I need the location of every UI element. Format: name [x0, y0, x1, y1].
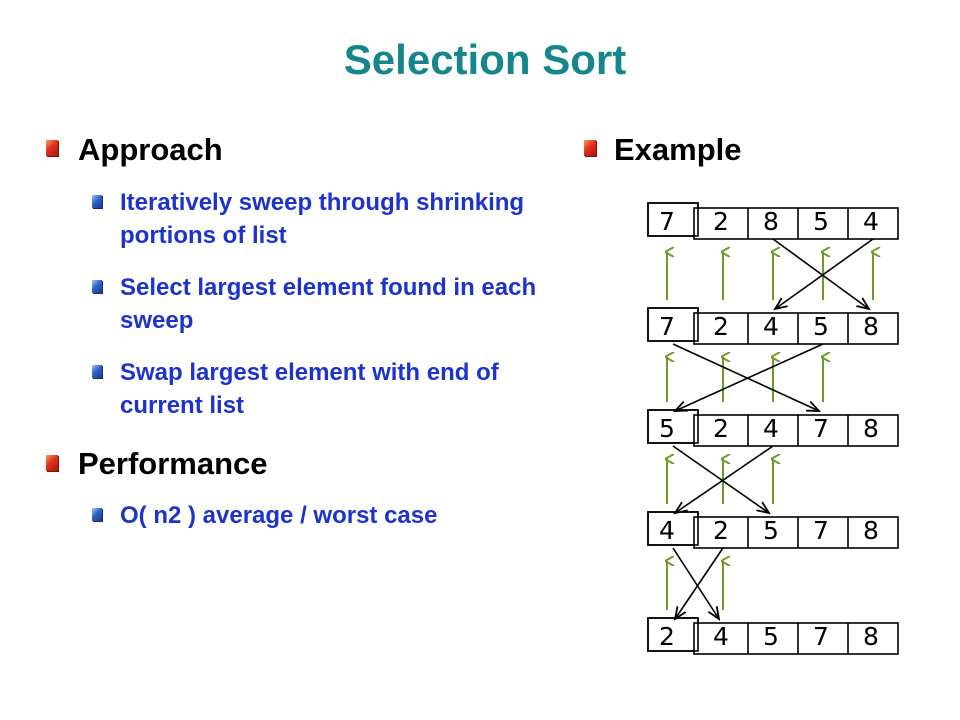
array-cell	[647, 307, 699, 342]
array-cell	[647, 511, 699, 546]
cell-value: 5	[763, 516, 779, 545]
cell-value: 4	[863, 207, 879, 236]
cell-value: 7	[813, 516, 829, 545]
array-cell	[647, 617, 699, 652]
cell-value: 8	[863, 312, 879, 341]
cell-value: 2	[713, 516, 729, 545]
slide-title: Selection Sort	[343, 36, 627, 83]
swap-arrow	[672, 445, 769, 513]
swap-arrow	[675, 445, 774, 513]
cell-value: 2	[659, 622, 675, 651]
swap-arrow	[775, 238, 874, 309]
array-row-box	[693, 312, 899, 345]
cell-value: 2	[713, 414, 729, 443]
cell-value: 4	[763, 414, 779, 443]
approach-item-3: Swap largest element with end of current…	[120, 359, 499, 419]
cell-value: 8	[763, 207, 779, 236]
cell-value: 7	[813, 622, 829, 651]
swap-arrow	[672, 343, 819, 411]
sub-bullet-icon	[92, 365, 102, 378]
cell-value: 4	[763, 312, 779, 341]
approach-heading: Approach	[78, 132, 223, 167]
cell-value: 2	[713, 312, 729, 341]
sub-bullet-icon	[92, 508, 102, 521]
cell-value: 4	[713, 622, 729, 651]
array-row-box	[693, 414, 899, 447]
array-cell	[647, 202, 699, 237]
cell-value: 8	[863, 622, 879, 651]
cell-value: 2	[713, 207, 729, 236]
approach-item-1: Iteratively sweep through shrinking port…	[120, 189, 525, 249]
approach-item-2: Select largest element found in each swe…	[120, 274, 537, 334]
array-row-box	[693, 516, 899, 549]
cell-value: 4	[659, 516, 675, 545]
example-heading: Example	[614, 132, 742, 167]
array-cell	[647, 511, 699, 546]
cell-value: 5	[659, 414, 675, 443]
array-row-box	[693, 622, 899, 655]
cell-value: 8	[863, 516, 879, 545]
performance-heading: Performance	[78, 446, 268, 481]
bullet-icon	[584, 140, 596, 156]
bullet-icon	[46, 140, 58, 156]
cell-value: 5	[813, 207, 829, 236]
cell-value: 7	[659, 312, 675, 341]
cell-value: 7	[813, 414, 829, 443]
cell-value: 7	[659, 207, 675, 236]
sub-bullet-icon	[92, 195, 102, 208]
swap-arrow	[772, 238, 869, 309]
array-row-box	[693, 207, 899, 240]
bullet-icon	[46, 455, 58, 471]
swap-arrow	[672, 547, 719, 619]
cell-value: 5	[813, 312, 829, 341]
sub-bullet-icon	[92, 280, 102, 293]
swap-arrow	[675, 343, 824, 411]
cell-value: 8	[863, 414, 879, 443]
cell-value: 5	[763, 622, 779, 651]
performance-item-1: O( n2 ) average / worst case	[120, 502, 438, 529]
swap-arrow	[675, 547, 724, 619]
